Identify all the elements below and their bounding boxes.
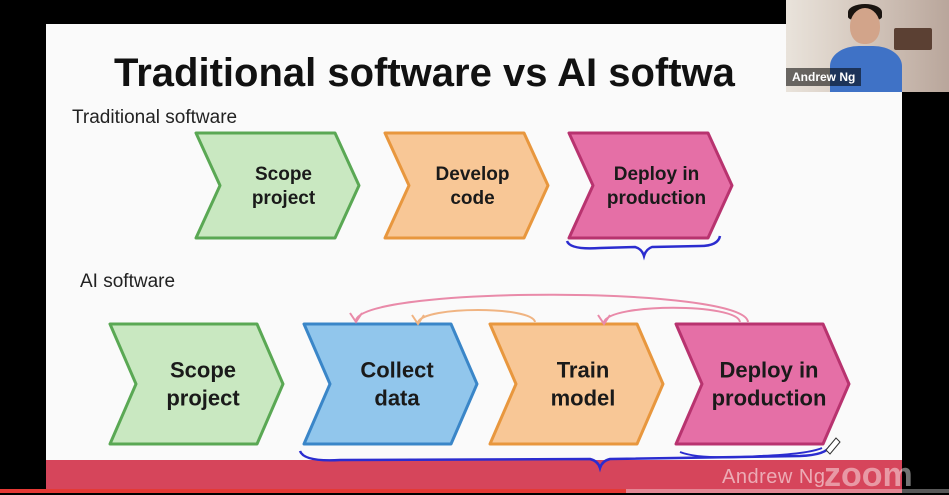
step-label-line-1: Deploy in: [614, 164, 700, 185]
chevron-shape: [674, 322, 851, 446]
zoom-watermark: zoom: [824, 456, 913, 494]
process-step-traditional-2: Deploy in production: [567, 131, 734, 240]
step-label-line-1: Develop: [436, 164, 510, 185]
chevron-shape: [383, 131, 550, 240]
ink-brace-traditional-deploy: [565, 235, 722, 261]
step-label-line-1: Deploy in: [719, 358, 818, 383]
arrowhead-icon: [349, 312, 363, 324]
step-label-line-1: Collect: [360, 358, 434, 383]
process-step-ai-3: Deploy in production: [674, 322, 851, 446]
step-label-line-2: production: [712, 386, 827, 411]
chevron-shape: [194, 131, 361, 240]
step-label-line-2: production: [607, 188, 706, 209]
process-step-traditional-1: Develop code: [383, 131, 550, 240]
process-step-traditional-0: Scope project: [194, 131, 361, 240]
slide-footer-band: [46, 460, 902, 493]
ink-brace-ai-deploy: [679, 447, 823, 459]
process-step-ai-0: Scope project: [108, 322, 285, 446]
webcam-shelf: [894, 28, 932, 50]
step-label-line-2: model: [551, 386, 616, 411]
step-label-line-2: project: [252, 188, 316, 209]
chevron-shape: [302, 322, 479, 446]
arrowhead-icon: [597, 314, 611, 326]
webcam-thumbnail[interactable]: Andrew Ng: [786, 0, 949, 92]
traditional-software-label: Traditional software: [72, 107, 237, 128]
speaker-watermark: Andrew Ng: [722, 466, 826, 488]
video-progress-fill: [0, 489, 626, 493]
process-step-ai-1: Collect data: [302, 322, 479, 446]
feedback-arrow-deploy-to-train: [603, 306, 741, 323]
webcam-person-head: [850, 8, 880, 44]
ink-brace-ai-pipeline: [298, 445, 832, 473]
pen-cursor-icon: [825, 437, 841, 455]
step-label-line-2: code: [450, 188, 494, 209]
arrowhead-icon: [411, 314, 425, 326]
step-label-line-2: project: [166, 386, 240, 411]
feedback-arrow-deploy-to-collect: [355, 293, 749, 323]
process-step-ai-2: Train model: [488, 322, 665, 446]
step-label-line-1: Train: [557, 358, 610, 383]
chevron-shape: [108, 322, 285, 446]
step-label-line-2: data: [374, 386, 420, 411]
feedback-arrow-train-to-collect: [417, 309, 536, 323]
slide-title: Traditional software vs AI softwa: [114, 51, 736, 95]
step-label-line-1: Scope: [170, 358, 236, 383]
chevron-shape: [488, 322, 665, 446]
chevron-shape: [567, 131, 734, 240]
step-label-line-1: Scope: [255, 164, 312, 185]
webcam-name-label: Andrew Ng: [786, 68, 862, 86]
ai-software-label: AI software: [80, 271, 175, 292]
